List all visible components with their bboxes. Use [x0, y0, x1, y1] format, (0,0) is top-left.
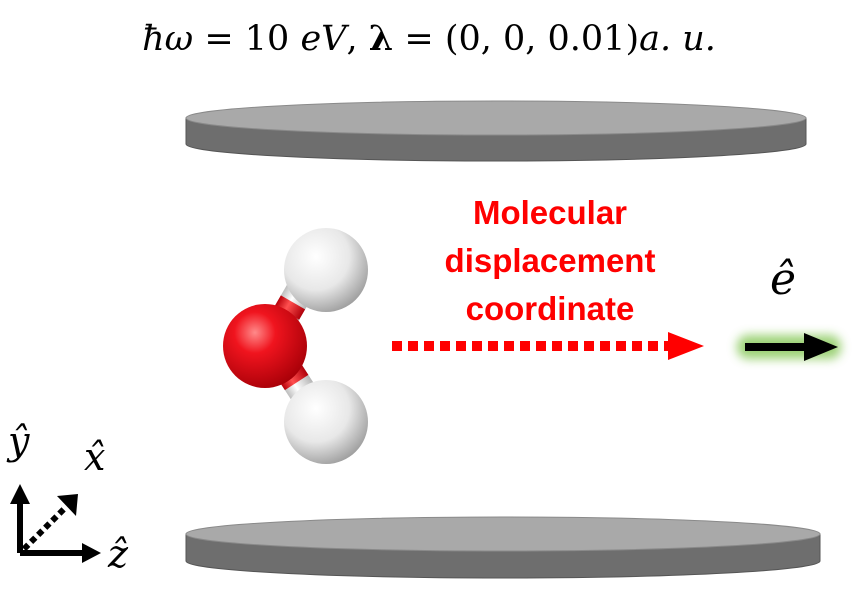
- x-axis-label: x̂: [84, 435, 106, 479]
- z-axis-label: ẑ: [108, 532, 129, 576]
- hydrogen-atom-1: [284, 228, 368, 312]
- displacement-label: Molecular displacement coordinate: [395, 189, 705, 333]
- hydrogen-atom-2: [284, 380, 368, 464]
- displacement-label-line-3: coordinate: [465, 290, 635, 327]
- x-axis-arrowhead: [57, 494, 78, 516]
- displacement-label-line-2: displacement: [444, 242, 656, 279]
- water-molecule: [223, 228, 368, 464]
- y-axis-arrowhead: [10, 484, 30, 504]
- cavity-parameters-caption: ħω = 10 eV, λ = (0, 0, 0.01)a. u.: [142, 18, 716, 59]
- top-mirror: [185, 100, 807, 162]
- polarization-arrow: [737, 333, 841, 361]
- displacement-arrow: [392, 332, 704, 360]
- displacement-label-line-1: Molecular: [472, 194, 628, 231]
- x-axis-line: [21, 505, 68, 552]
- y-axis-label: ŷ: [8, 419, 30, 463]
- bottom-mirror: [185, 516, 821, 579]
- polarization-label: ê: [770, 254, 797, 305]
- oxygen-atom: [223, 304, 307, 388]
- coordinate-axes: [10, 484, 101, 563]
- z-axis-arrowhead: [82, 543, 101, 563]
